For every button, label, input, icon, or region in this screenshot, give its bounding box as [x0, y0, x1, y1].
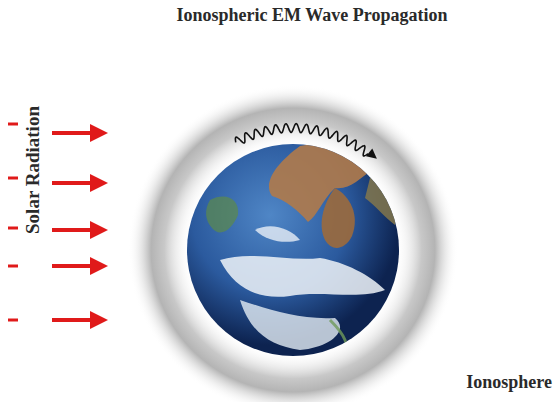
ionosphere-ring — [128, 85, 458, 402]
wave-path — [235, 124, 368, 156]
solar-radiation-label: Solar Radiation — [22, 106, 44, 234]
earth-globe — [187, 144, 399, 360]
em-wave — [235, 124, 377, 159]
ionosphere-label: Ionosphere — [466, 372, 552, 393]
wave-arrowhead — [366, 149, 377, 159]
diagram-title: Ionospheric EM Wave Propagation — [177, 5, 448, 26]
